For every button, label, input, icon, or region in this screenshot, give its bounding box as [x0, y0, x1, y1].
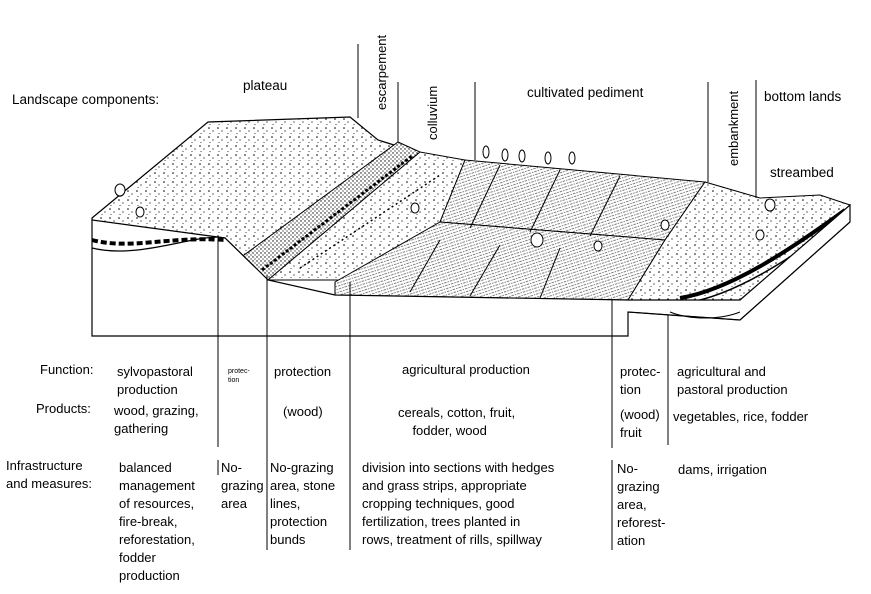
col5-function: protec- tion — [620, 364, 661, 397]
component-bottom-lands: bottom lands — [764, 89, 842, 104]
col1-function: sylvopastoral production — [117, 364, 193, 397]
col5-infrastructure: No- grazing area, reforest- ation — [617, 461, 666, 548]
column-separator-lines — [217, 44, 757, 550]
component-plateau: plateau — [243, 78, 288, 93]
col4-products: cereals, cotton, fruit, fodder, wood — [398, 405, 516, 438]
col3-infrastructure: No-grazing area, stone lines, protection… — [270, 460, 336, 547]
block-front-face — [91, 203, 851, 337]
col6-function: agricultural and pastoral production — [677, 364, 788, 397]
col6-products: vegetables, rice, fodder — [673, 409, 809, 424]
block-top-surface — [91, 116, 851, 304]
col5-products: (wood) fruit — [620, 407, 660, 440]
col3-products: (wood) — [283, 404, 323, 419]
component-streambed: streambed — [770, 165, 834, 180]
col3-function: protection — [274, 364, 332, 379]
row-label-function: Function: — [40, 362, 94, 377]
row-label-infrastructure: Infrastructure and measures: — [6, 458, 92, 491]
component-escarpement: escarpement — [374, 34, 389, 110]
col4-infrastructure: division into sections with hedges and g… — [362, 460, 555, 547]
component-embankment: embankment — [726, 90, 741, 166]
col1-products: wood, grazing, gathering — [114, 403, 199, 436]
col2-infrastructure: No- grazing area — [221, 460, 264, 511]
col2-function: protec- tion — [228, 368, 250, 384]
col6-infrastructure: dams, irrigation — [678, 462, 767, 477]
col1-infrastructure: balanced management of resources, fire-b… — [119, 460, 195, 583]
trees — [114, 145, 776, 252]
row-label-products: Products: — [36, 401, 91, 416]
component-cultivated-pediment: cultivated pediment — [527, 85, 644, 100]
landscape-components-label: Landscape components: — [12, 92, 160, 107]
component-colluvium: colluvium — [425, 85, 440, 140]
col4-function: agricultural production — [402, 362, 530, 377]
